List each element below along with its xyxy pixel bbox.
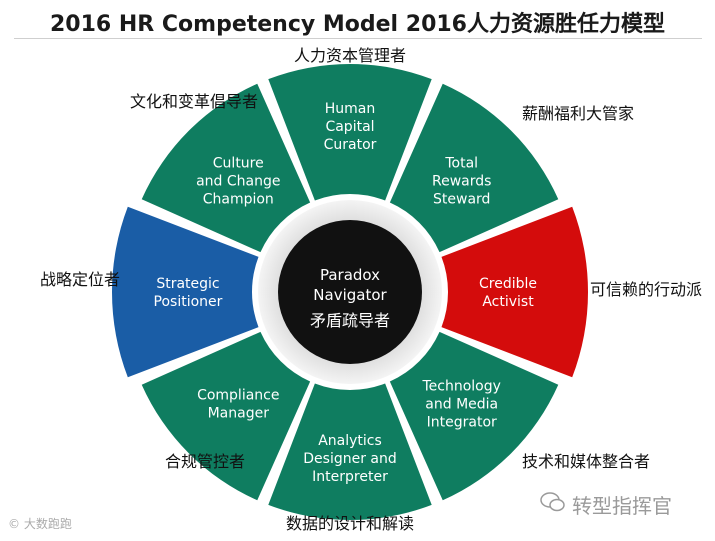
center-label-cn: 矛盾疏导者 bbox=[310, 311, 390, 330]
segment-label-technology-media-integrator-line-3: Integrator bbox=[427, 415, 497, 431]
segment-label-credible-activist-line-2: Activist bbox=[482, 294, 534, 310]
segment-label-analytics-designer-interpreter-line-3: Interpreter bbox=[312, 469, 388, 485]
segment-label-strategic-positioner-line-1: Strategic bbox=[156, 276, 219, 292]
segment-label-compliance-manager-line-2: Manager bbox=[208, 406, 270, 422]
watermark-left-text: 大数跑跑 bbox=[23, 517, 72, 531]
weibo-icon: © bbox=[8, 517, 20, 531]
center-label-line-2: Navigator bbox=[313, 286, 387, 304]
cn-label-culture-change-champion: 文化和变革倡导者 bbox=[130, 92, 259, 111]
cn-label-technology-media-integrator: 技术和媒体整合者 bbox=[522, 452, 651, 471]
segment-technology-media-integrator bbox=[389, 331, 559, 501]
segment-label-culture-change-champion-line-3: Champion bbox=[203, 191, 274, 207]
watermark-left: © 大数跑跑 bbox=[8, 515, 72, 532]
cn-label-human-capital-curator: 人力资本管理者 bbox=[293, 46, 406, 65]
segment-human-capital-curator bbox=[268, 64, 432, 201]
watermark-right-text: 转型指挥官 bbox=[572, 494, 672, 518]
segment-label-human-capital-curator-line-2: Capital bbox=[325, 119, 374, 135]
cn-label-strategic-positioner: 战略定位者 bbox=[40, 270, 121, 289]
segment-label-credible-activist-line-1: Credible bbox=[479, 276, 537, 292]
segment-total-rewards-steward bbox=[389, 83, 559, 253]
segment-label-technology-media-integrator-line-2: and Media bbox=[425, 397, 498, 413]
segment-label-technology-media-integrator-line-1: Technology bbox=[422, 379, 501, 395]
cn-label-analytics-designer-interpreter: 数据的设计和解读 bbox=[285, 514, 414, 533]
wechat-icon bbox=[540, 491, 566, 518]
segment-label-compliance-manager-line-1: Compliance bbox=[197, 388, 279, 404]
segment-strategic-positioner bbox=[112, 206, 259, 378]
segment-compliance-manager bbox=[141, 331, 311, 501]
segment-credible-activist bbox=[441, 206, 588, 378]
cn-label-compliance-manager: 合规管控者 bbox=[165, 452, 246, 471]
segment-label-total-rewards-steward-line-2: Rewards bbox=[432, 173, 491, 189]
cn-label-total-rewards-steward: 薪酬福利大管家 bbox=[522, 104, 635, 123]
segment-label-culture-change-champion-line-1: Culture bbox=[213, 155, 264, 171]
page-title: 2016 HR Competency Model 2016人力资源胜任力模型 bbox=[49, 12, 665, 37]
segment-label-culture-change-champion-line-2: and Change bbox=[196, 173, 280, 189]
segment-culture-change-champion bbox=[141, 83, 311, 253]
segment-analytics-designer-interpreter bbox=[268, 383, 432, 520]
segment-label-analytics-designer-interpreter-line-1: Analytics bbox=[318, 433, 382, 449]
center-hub bbox=[278, 220, 422, 364]
segment-label-strategic-positioner-line-2: Positioner bbox=[154, 294, 223, 310]
watermark-right: 转型指挥官 bbox=[540, 490, 672, 519]
segment-label-analytics-designer-interpreter-line-2: Designer and bbox=[303, 451, 397, 467]
cn-label-credible-activist: 可信赖的行动派 bbox=[590, 280, 703, 299]
segment-label-total-rewards-steward-line-1: Total bbox=[444, 155, 478, 171]
segment-label-human-capital-curator-line-3: Curator bbox=[324, 137, 377, 153]
title-divider bbox=[14, 38, 702, 39]
segment-label-total-rewards-steward-line-3: Steward bbox=[433, 191, 490, 207]
center-label-line-1: Paradox bbox=[320, 266, 380, 284]
segment-label-human-capital-curator-line-1: Human bbox=[325, 101, 376, 117]
